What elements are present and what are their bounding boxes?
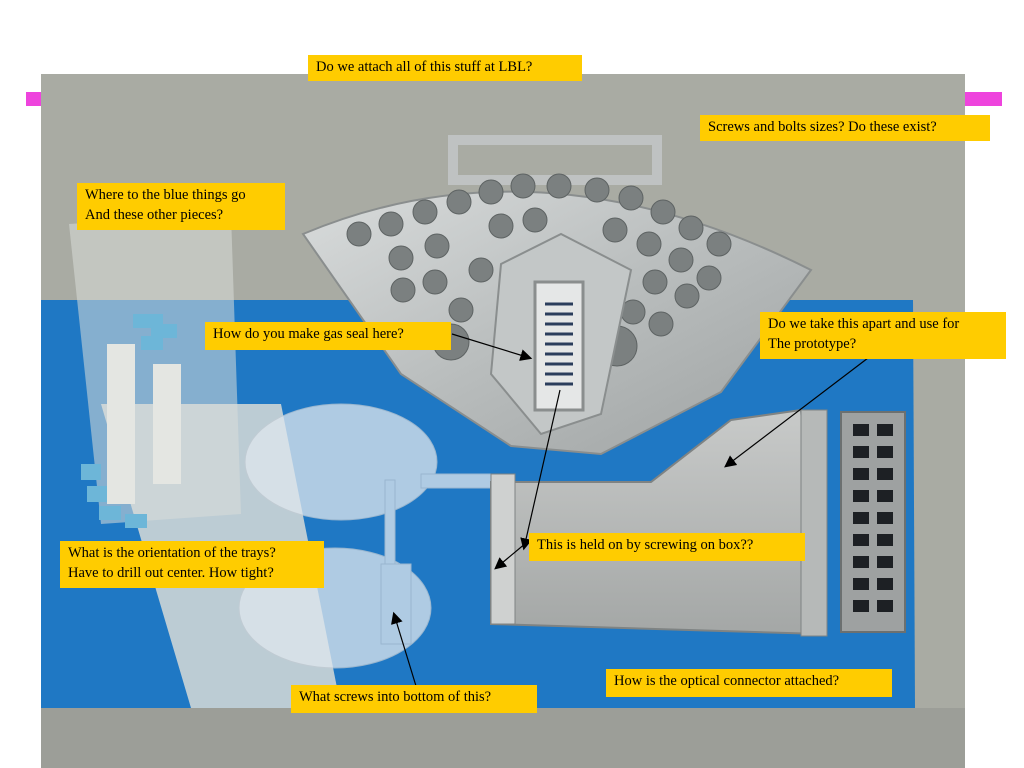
plastic-bag <box>69 214 241 528</box>
callout-gas-seal: How do you make gas seal here? <box>205 322 451 350</box>
callout-text: This is held on by screwing on box?? <box>537 537 754 553</box>
callout-arrow-icon <box>724 357 869 468</box>
callout-arrow-icon <box>494 537 533 570</box>
callout-held-on: This is held on by screwing on box?? <box>529 533 805 561</box>
hardware-photo <box>41 74 965 768</box>
callout-text: Where to the blue things go <box>85 187 246 203</box>
metal-box <box>490 408 828 637</box>
metal-wedge-plate <box>301 173 813 456</box>
callout-text: What is the orientation of the trays? <box>68 545 276 561</box>
callout-text: How is the optical connector attached? <box>614 673 840 689</box>
callout-lbl-attach: Do we attach all of this stuff at LBL? <box>308 55 582 81</box>
callout-arrow-icon <box>391 611 417 687</box>
callout-text: And these other pieces? <box>85 207 224 223</box>
callout-arrow-icon <box>451 333 533 361</box>
callout-text: Do we attach all of this stuff at LBL? <box>316 59 533 75</box>
callout-optical: How is the optical connector attached? <box>606 669 892 697</box>
callout-take-apart: Do we take this apart and use for The pr… <box>760 312 1006 359</box>
callout-arrow-icon <box>520 389 561 551</box>
photo-of-detector-parts-icon <box>41 74 965 768</box>
connector-panel <box>840 411 906 633</box>
callout-screws-sizes: Screws and bolts sizes? Do these exist? <box>700 115 990 141</box>
callout-screws-bottom: What screws into bottom of this? <box>291 685 537 713</box>
callout-text: Do we take this apart and use for <box>768 316 960 332</box>
callout-blue-things: Where to the blue things go And these ot… <box>77 183 285 230</box>
callout-text: Screws and bolts sizes? Do these exist? <box>708 119 937 135</box>
callout-text: What screws into bottom of this? <box>299 689 492 705</box>
accent-bar-right <box>962 92 1002 106</box>
callout-text: How do you make gas seal here? <box>213 326 404 342</box>
callout-trays: What is the orientation of the trays? Ha… <box>60 541 324 588</box>
callout-text: The prototype? <box>768 336 857 352</box>
callout-text: Have to drill out center. How tight? <box>68 565 274 581</box>
